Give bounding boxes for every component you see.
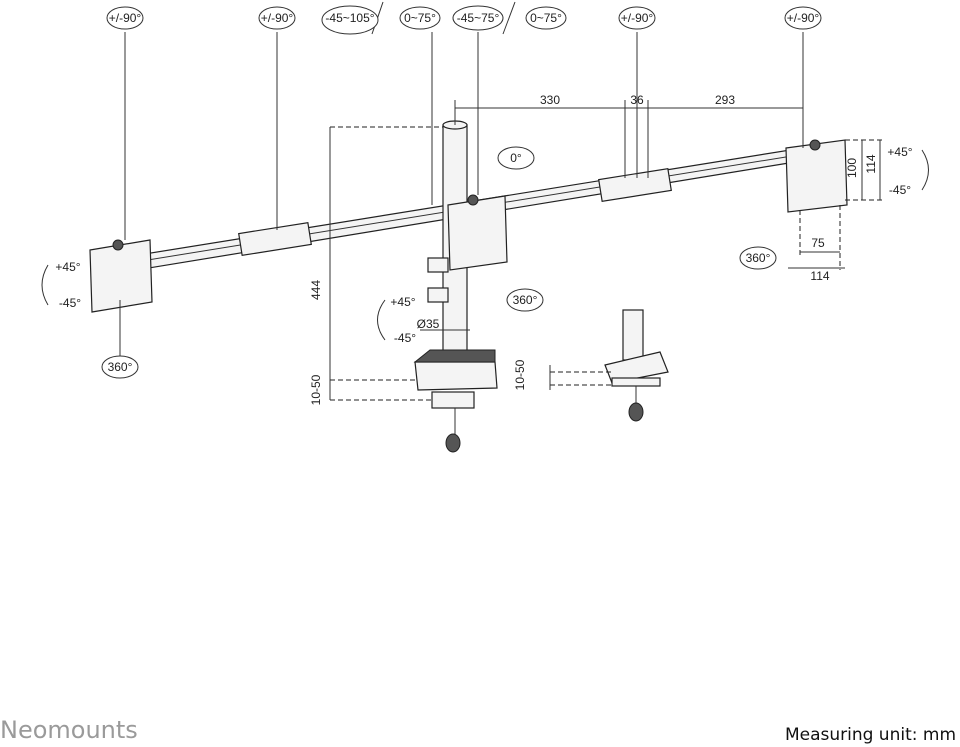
dim-vesa-h-large: 114 [864,154,878,173]
right-joint-swivel-label: +/-90° [621,11,654,25]
label-bubbles [101,5,822,379]
pole-tilt-d-label: 0~75° [530,11,562,25]
left-rotate-label: 360° [108,360,133,374]
left-tilt-up-label: +45° [55,260,80,274]
right-tilt-up-label: +45° [887,145,912,159]
right-joint [598,167,672,203]
dim-vesa-w-large: 114 [810,269,829,283]
dim-height: 444 [309,280,323,300]
grommet-knob [628,402,644,422]
brand-logo: Neomounts [0,716,138,744]
dim-clamp-range: 10-50 [309,374,323,405]
clamp [431,391,475,409]
left-joint [238,221,312,257]
clamp-knob [445,433,461,453]
center-rotate-label: 360° [513,293,538,307]
dim-joint: 36 [630,93,644,107]
mount-drawing [89,120,848,453]
desk-clamp-base [414,361,498,391]
center-pan-label: 0° [510,151,522,165]
right-arm-swivel-label: +/-90° [787,11,820,25]
left-arm-swivel-label: +/-90° [109,11,142,25]
dim-grommet-range: 10-50 [513,359,527,390]
labels: +/-90° +/-90° -45~105° 0~75° -45~75° 0~7… [55,11,912,405]
dim-vesa-w-small: 75 [811,236,825,250]
right-vesa-plate [785,139,848,213]
left-tilt-down-label: -45° [59,296,81,310]
dim-pole-diameter: Ø35 [417,317,440,331]
cable-clip [427,257,449,273]
right-tilt-down-label: -45° [889,183,911,197]
leader-lines [41,1,929,401]
dim-arm-right: 293 [715,93,735,107]
pole-tilt-a-label: -45~105° [325,11,374,25]
dim-vesa-h-small: 100 [845,158,859,178]
dim-arm-left: 330 [540,93,560,107]
pole-tilt-b-label: 0~75° [404,11,436,25]
center-tilt-up-label: +45° [390,295,415,309]
cable-clip [427,287,449,303]
right-rotate-label: 360° [746,251,771,265]
left-joint-swivel-label: +/-90° [261,11,294,25]
pole-tilt-c-label: -45~75° [457,11,500,25]
grommet-base [604,351,669,384]
center-tilt-down-label: -45° [394,331,416,345]
measuring-unit-note: Measuring unit: mm [784,725,956,745]
center-vesa-plate [447,195,508,271]
left-vesa-plate [89,239,153,313]
grommet-pole [622,309,644,361]
